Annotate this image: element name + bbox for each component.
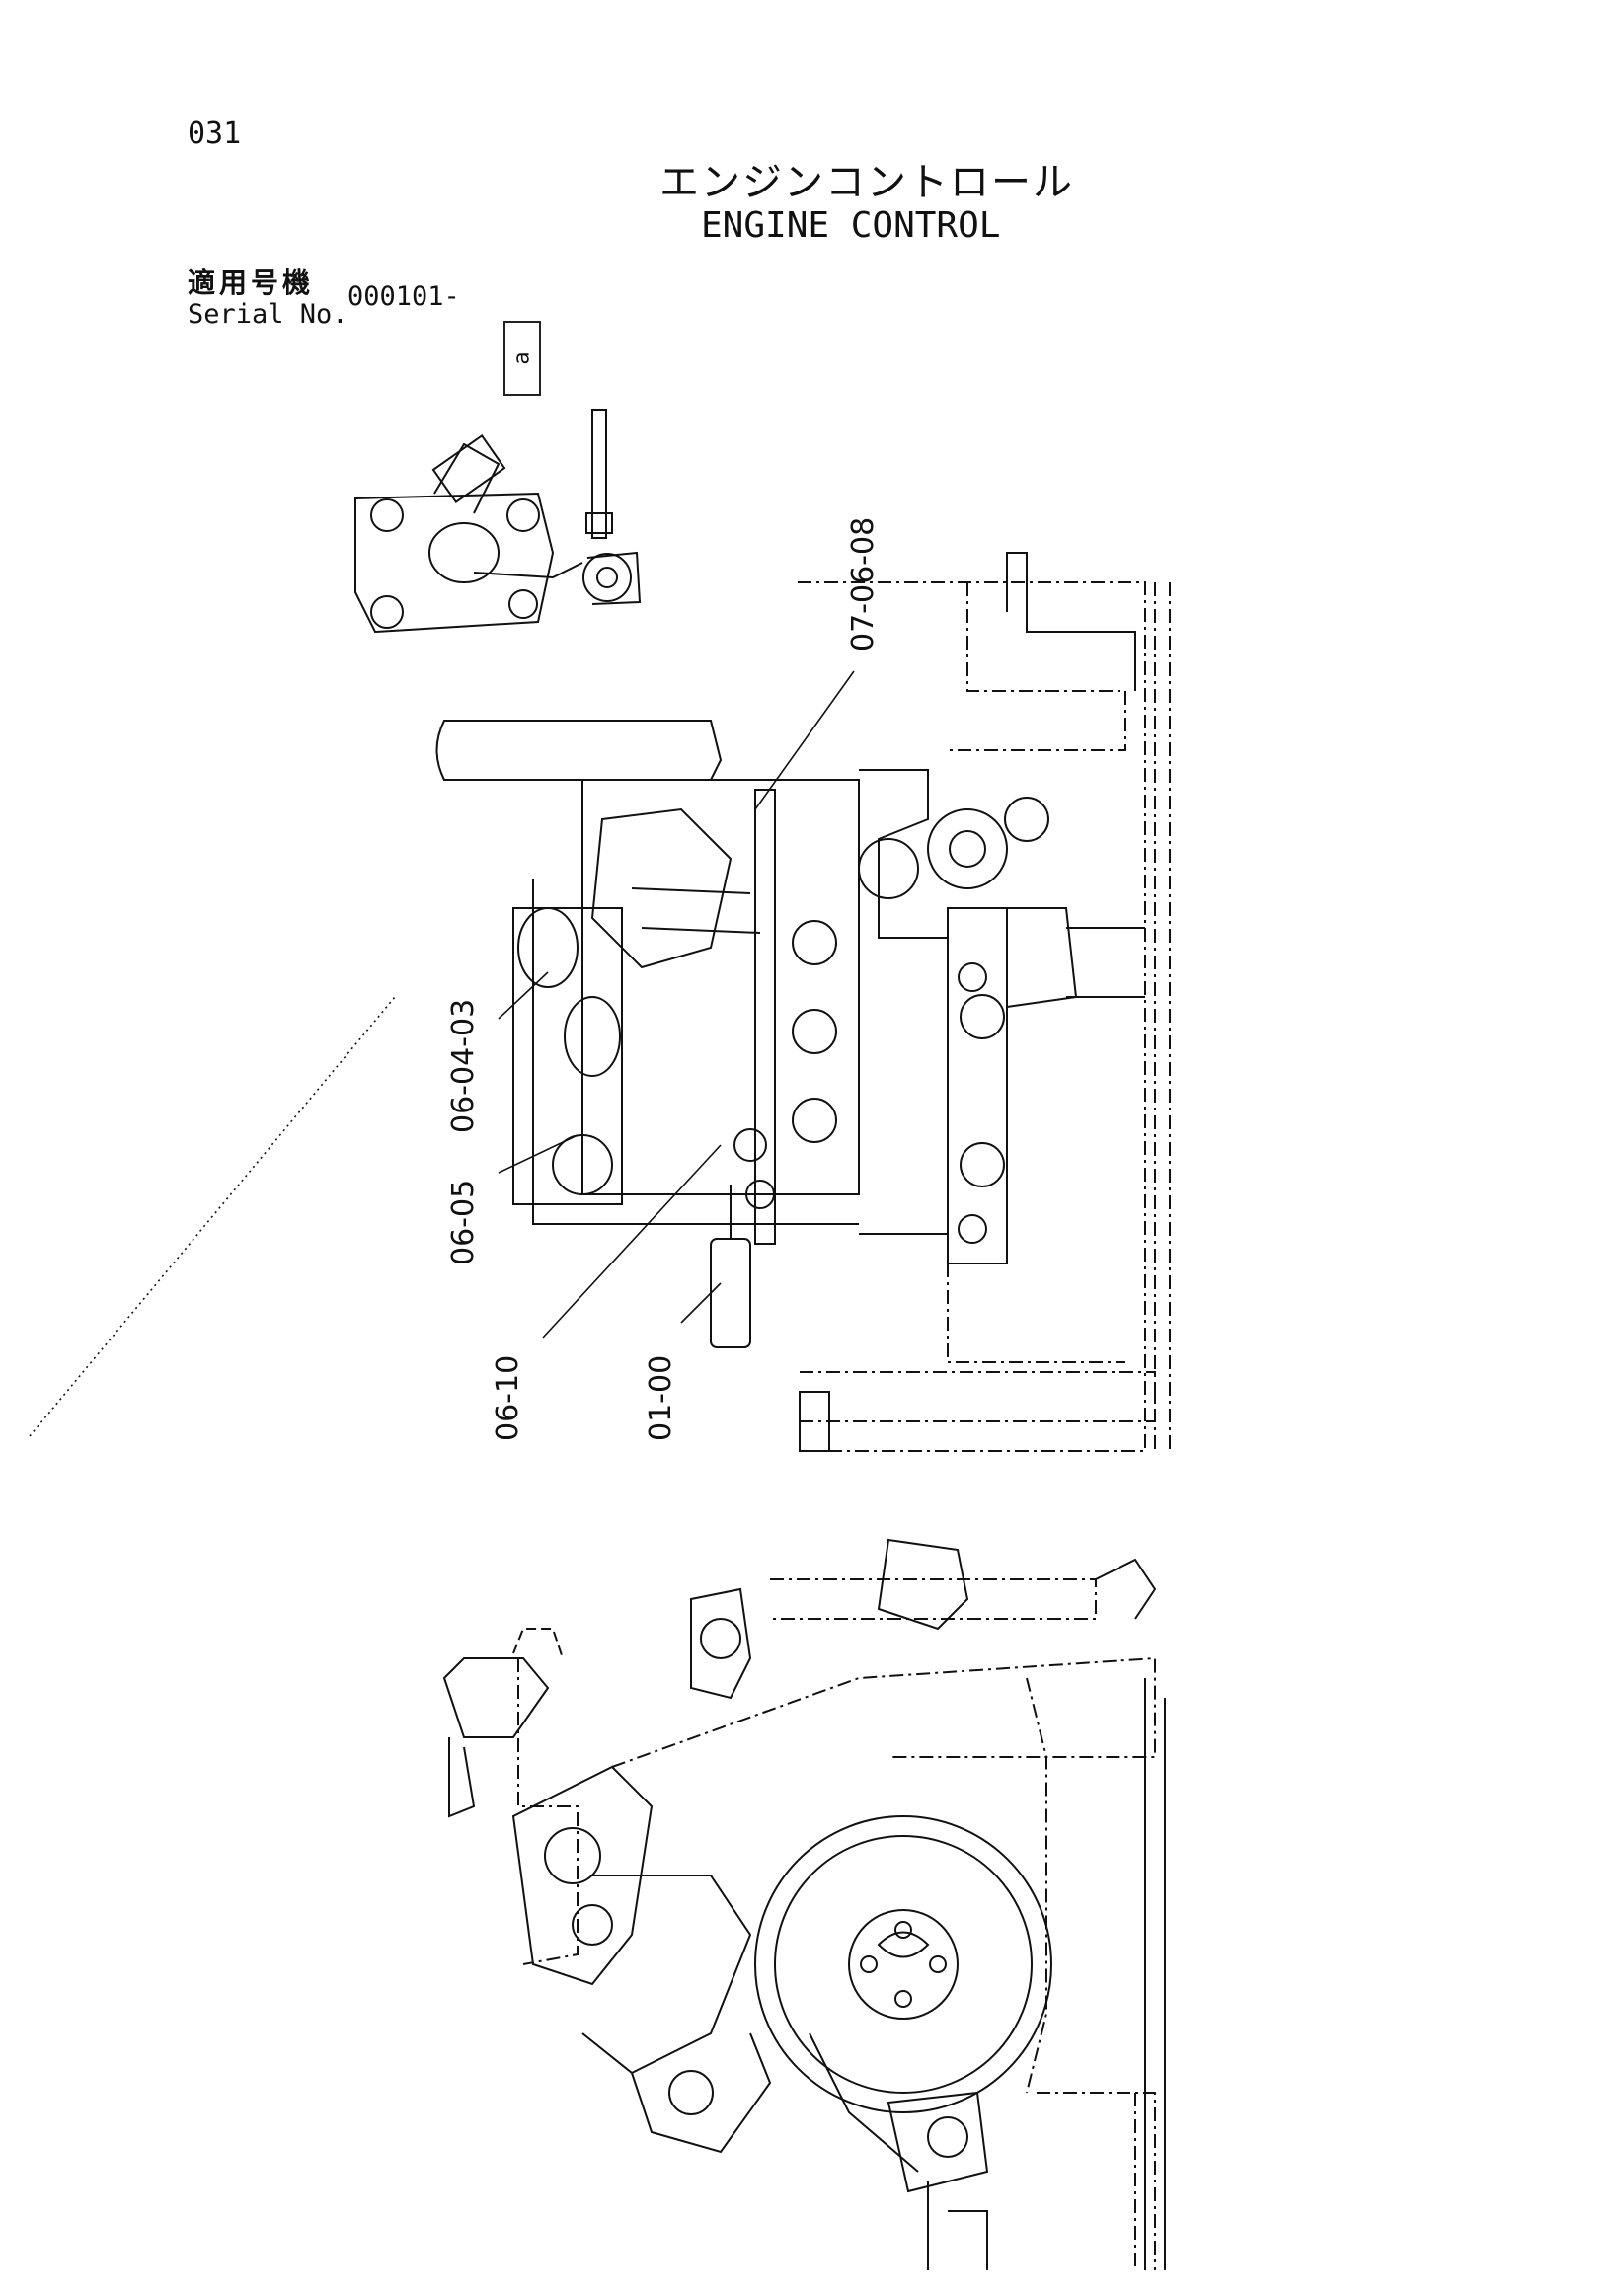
serial-label-japanese: 適用号機 [188,267,315,299]
serial-number-value: 000101- [347,281,460,312]
callout-01-00: 01-00 [644,1354,678,1441]
callout-07-06-08: 07-06-08 [846,516,881,651]
detail-a-illustration [354,409,642,634]
callout-06-10: 06-10 [491,1354,525,1441]
engine-side-view [442,1538,1166,2270]
serial-label-english: Serial No. [188,299,348,330]
page-number: 031 [188,116,242,151]
callout-06-05: 06-05 [446,1179,481,1265]
callout-leaders [29,670,855,1437]
detail-tag: a [503,321,541,396]
callout-06-04-03: 06-04-03 [446,998,481,1133]
page-title-english: ENGINE CONTROL [701,205,1001,246]
engine-top-view [435,552,1171,1452]
page-title-japanese: エンジンコントロール [659,160,1074,205]
